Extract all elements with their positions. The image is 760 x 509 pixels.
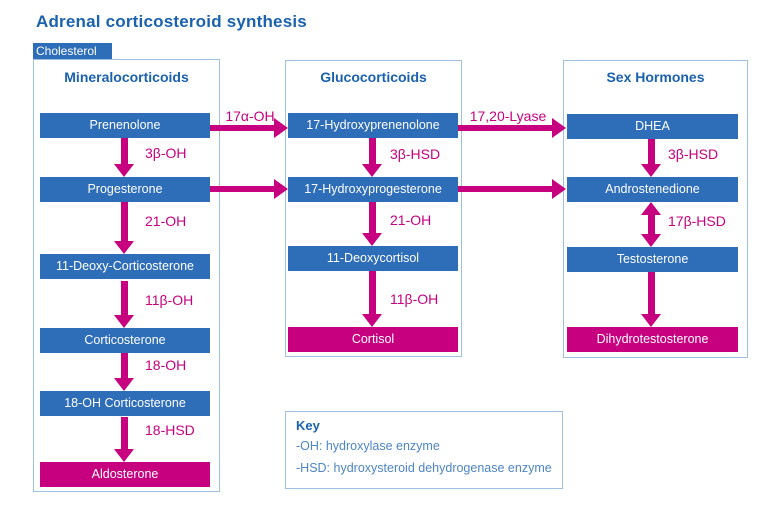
- down-arrow-icon: [121, 417, 128, 450]
- right-arrowhead-icon: [552, 118, 566, 138]
- double-arrow-icon: [648, 214, 655, 235]
- up-arrowhead-icon: [641, 202, 661, 215]
- down-arrow-icon: [121, 281, 128, 316]
- down-arrowhead-icon: [114, 241, 134, 254]
- enzyme-label-21-oh: 21-OH: [145, 213, 187, 229]
- enzyme-label-3b-oh: 3β-OH: [145, 145, 187, 161]
- enzyme-label-21-oh: 21-OH: [390, 212, 432, 228]
- page-title: Adrenal corticosteroid synthesis: [36, 12, 307, 31]
- box-androstenedione: Androstenedione: [567, 177, 738, 202]
- down-arrowhead-icon: [114, 315, 134, 328]
- down-arrow-icon: [121, 138, 128, 165]
- box-11-deoxycortisol: 11-Deoxycortisol: [288, 246, 458, 271]
- right-arrowhead-icon: [274, 179, 288, 199]
- box-18-oh-corticosterone: 18-OH Corticosterone: [40, 391, 210, 416]
- key-title: Key: [296, 418, 320, 433]
- down-arrow-icon: [369, 202, 376, 234]
- box-aldosterone: Aldosterone: [40, 462, 210, 487]
- down-arrow-icon: [648, 272, 655, 315]
- sex-hormones-frame: [563, 60, 748, 358]
- glucocorticoids-frame: [285, 60, 462, 357]
- down-arrowhead-icon: [362, 233, 382, 246]
- box-cortisol: Cortisol: [288, 327, 458, 352]
- enzyme-label-11b-oh: 11β-OH: [390, 291, 439, 307]
- box-corticosterone: Corticosterone: [40, 328, 210, 353]
- right-arrow-icon: [210, 125, 274, 131]
- down-arrow-icon: [369, 271, 376, 315]
- box-dhea: DHEA: [567, 114, 738, 139]
- box-17-hydroxyprogesterone: 17-Hydroxyprogesterone: [288, 177, 458, 202]
- column-header-mineralocorticoids: Mineralocorticoids: [64, 69, 189, 85]
- down-arrowhead-icon: [641, 314, 661, 327]
- box-17-hydroxyprenenolone: 17-Hydroxyprenenolone: [288, 113, 458, 138]
- down-arrow-icon: [121, 353, 128, 379]
- column-header-glucocorticoids: Glucocorticoids: [320, 69, 427, 85]
- right-arrowhead-icon: [274, 118, 288, 138]
- enzyme-label-3b-hsd: 3β-HSD: [390, 146, 441, 162]
- enzyme-label-17a-oh: 17α-OH: [225, 108, 275, 124]
- enzyme-label-3b-hsd: 3β-HSD: [668, 146, 719, 162]
- enzyme-label-18-oh: 18-OH: [145, 357, 187, 373]
- enzyme-label-11b-oh: 11β-OH: [145, 292, 194, 308]
- enzyme-label-17b-hsd: 17β-HSD: [668, 213, 726, 229]
- down-arrowhead-icon: [641, 164, 661, 177]
- mineralocorticoids-frame: [33, 59, 220, 492]
- down-arrowhead-icon: [114, 449, 134, 462]
- right-arrow-icon: [210, 186, 274, 192]
- box-testosterone: Testosterone: [567, 247, 738, 272]
- column-header-sex-hormones: Sex Hormones: [606, 69, 705, 85]
- enzyme-label-17-20-lyase: 17,20-Lyase: [469, 108, 547, 124]
- box-dihydrotestosterone: Dihydrotestosterone: [567, 327, 738, 352]
- key-box: [285, 411, 563, 489]
- down-arrowhead-icon: [362, 164, 382, 177]
- down-arrowhead-icon: [641, 234, 661, 247]
- right-arrow-icon: [458, 186, 552, 192]
- key-line-oh: -OH: hydroxylase enzyme: [296, 439, 440, 453]
- cholesterol-box: Cholesterol: [33, 43, 112, 59]
- down-arrow-icon: [648, 139, 655, 165]
- down-arrow-icon: [369, 138, 376, 165]
- box-11-deoxy-corticosterone: 11-Deoxy-Corticosterone: [40, 254, 210, 279]
- right-arrowhead-icon: [552, 179, 566, 199]
- key-line-hsd: -HSD: hydroxysteroid dehydrogenase enzym…: [296, 461, 552, 475]
- down-arrowhead-icon: [362, 314, 382, 327]
- right-arrow-icon: [458, 125, 552, 131]
- down-arrowhead-icon: [114, 164, 134, 177]
- enzyme-label-18-hsd: 18-HSD: [145, 422, 195, 438]
- box-prenenolone: Prenenolone: [40, 113, 210, 138]
- box-progesterone: Progesterone: [40, 177, 210, 202]
- down-arrowhead-icon: [114, 378, 134, 391]
- down-arrow-icon: [121, 202, 128, 242]
